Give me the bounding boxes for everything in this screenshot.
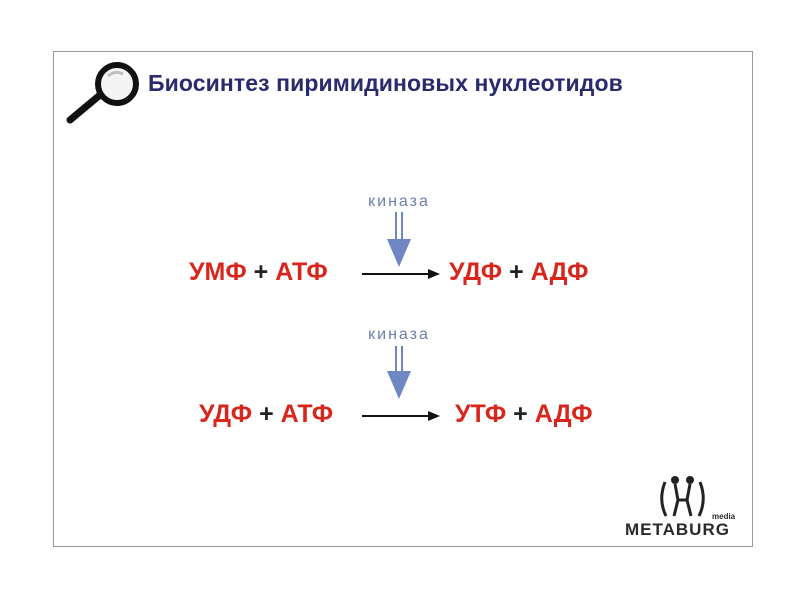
plus-sign: + [253,258,269,286]
plus-sign: + [259,400,274,428]
enzyme-label-2: киназа [368,326,430,343]
logo-media-text: media [712,512,736,521]
compound-udp: УДФ [449,258,503,286]
reaction-arrow-2 [362,411,440,421]
compound-atp: АТФ [275,258,328,286]
enzyme-arrow-2 [387,346,411,399]
logo-name-text: METABURG [625,520,730,539]
reaction-arrow-1 [362,269,440,279]
compound-adp: АДФ [534,400,593,428]
enzyme-arrow-1 [387,212,411,267]
compound-atp: АТФ [280,400,334,428]
compound-udp: УДФ [199,400,253,428]
compound-ump: УМФ [189,258,247,286]
plus-sign: + [513,400,528,428]
magnifier-icon [66,62,139,124]
reaction-1-left: УМФ + АТФ [189,258,328,287]
enzyme-label-1: киназа [368,193,430,210]
plus-sign: + [509,258,524,286]
page-title: Биосинтез пиримидиновых нуклеотидов [148,70,623,96]
reaction-2-right: УТФ + АДФ [455,400,593,429]
compound-utp: УТФ [455,400,507,428]
compound-adp: АДФ [530,258,589,286]
metaburg-logo-icon [660,476,705,517]
reaction-2-left: УДФ + АТФ [199,400,333,429]
reaction-1-right: УДФ + АДФ [449,258,588,287]
slide-frame [53,51,753,547]
